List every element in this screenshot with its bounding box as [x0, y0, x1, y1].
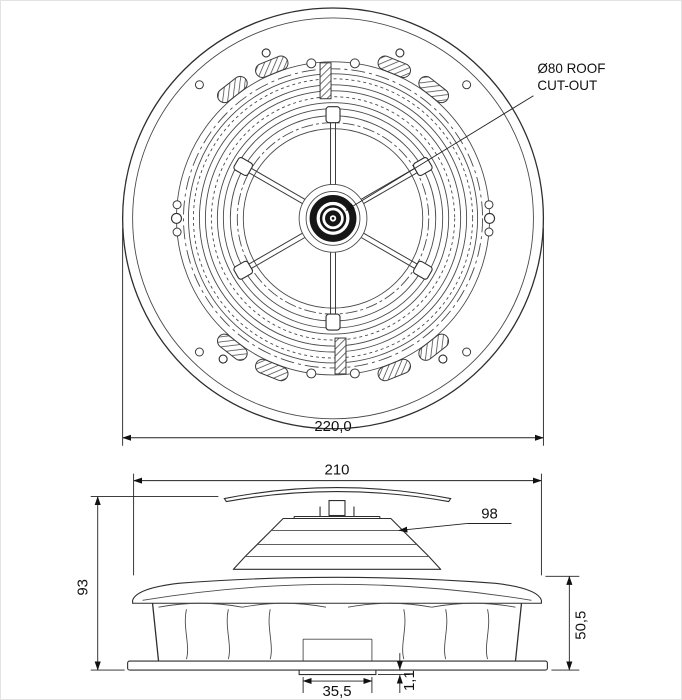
ring — [183, 68, 484, 369]
clip-left — [170, 212, 183, 224]
cap-disc — [223, 487, 452, 503]
mounting-holes — [172, 58, 494, 379]
clip-bottom — [334, 337, 347, 375]
base-plate — [132, 576, 542, 604]
dim-text-plate-thickness: 1,1 — [401, 670, 418, 691]
stepped-cone — [232, 517, 442, 570]
dim-text-base-height: 50,5 — [572, 611, 589, 640]
dim-plate-thickness: 1,1 — [377, 653, 418, 693]
clip-top — [319, 62, 332, 100]
roof-cutout-text-line1: Ø80 ROOF — [537, 61, 605, 76]
cap-stem — [293, 500, 381, 519]
dim-text-cap-diameter: 98 — [481, 506, 498, 523]
center-hub — [298, 184, 368, 253]
leader-line — [345, 95, 534, 211]
roof-cutout-annotation: Ø80 ROOF CUT-OUT — [345, 61, 605, 211]
spokes — [233, 106, 433, 331]
side-view: 210 98 93 50,5 35,5 — [75, 462, 590, 699]
cardinal-clips — [170, 62, 496, 375]
spring-clips — [217, 48, 450, 382]
clip-right — [484, 212, 496, 224]
dim-text-outlet-width: 35,5 — [322, 683, 351, 699]
dim-overall-width: 210 — [133, 462, 542, 576]
inner-rim-circle — [132, 17, 534, 420]
top-view: Ø80 ROOF CUT-OUT 220,0 — [121, 7, 605, 446]
roof-cutout-text-line2: CUT-OUT — [537, 78, 597, 93]
outer-rim-circle — [121, 7, 545, 430]
dim-text-overall-height: 93 — [75, 579, 92, 596]
dim-text-outer-diameter: 220,0 — [314, 418, 351, 435]
dim-cap-diameter: 98 — [398, 506, 512, 533]
dim-overall-height: 93 — [75, 496, 219, 671]
dim-outlet-width: 35,5 — [302, 677, 373, 699]
skirt — [151, 602, 523, 662]
dim-text-overall-width: 210 — [325, 462, 350, 479]
dim-base-height: 50,5 — [545, 575, 589, 671]
damper-plate — [298, 669, 377, 676]
bottom-flange — [127, 660, 548, 671]
dim-outer-diameter: 220,0 — [122, 228, 544, 446]
